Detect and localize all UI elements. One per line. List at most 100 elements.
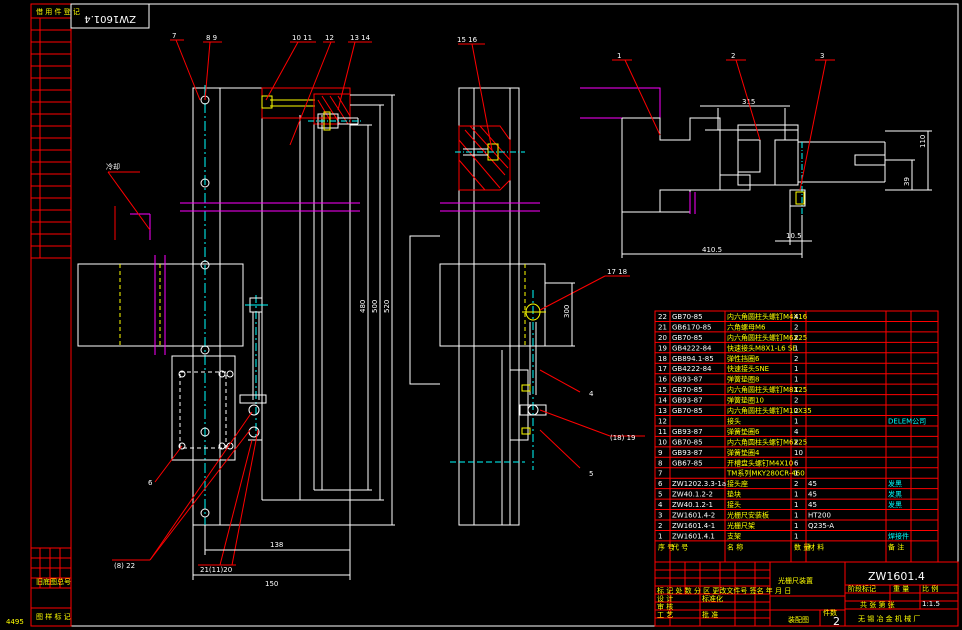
title-qty-label: 件数 <box>823 608 837 617</box>
balloon-7: 7 <box>172 32 176 40</box>
title-craft: 工 艺 <box>657 611 673 619</box>
bom-cell-no: 10 <box>658 438 667 446</box>
title-stage: 阶段标记 <box>848 584 876 593</box>
bom-cell-qty: 2 <box>794 334 798 342</box>
front-view <box>77 85 362 526</box>
balloon-8-9: 8 9 <box>206 34 217 42</box>
corner-number: 4495 <box>6 618 24 626</box>
dim-110: 110 <box>919 135 927 148</box>
bom-cell-no: 6 <box>658 480 663 488</box>
bom-cell-code: GB93-87 <box>672 397 703 405</box>
dim-138: 138 <box>270 541 283 549</box>
balloon-18-19: (18) 19 <box>610 434 636 442</box>
balloon-12: 12 <box>325 34 334 42</box>
bom-cell-qty: 1 <box>794 417 798 425</box>
bom-cell-code: GB4222-84 <box>672 365 712 373</box>
header-stamp-text: ZW1601.4 <box>84 13 136 24</box>
bom-cell-no: 12 <box>658 417 667 425</box>
bom-cell-name: 光栅尺安装板 <box>727 511 769 520</box>
bom-header-qty: 数 量 <box>794 542 810 551</box>
title-approve: 批 准 <box>702 610 718 619</box>
bom-cell-qty: 4 <box>794 428 799 436</box>
bom-header-no: 序 号 <box>658 542 674 551</box>
dim-10-5: 10.5 <box>786 232 802 240</box>
bom-cell-no: 22 <box>658 313 667 321</box>
left-strip-top-label: 借 用 件 登 记 <box>36 7 80 16</box>
bom-cell-qty: 2 <box>794 438 798 446</box>
bom-cell-name: 内六角圆柱头螺钉M10X35 <box>727 406 812 415</box>
bom-cell-name: 内六角圆柱头螺钉M6X25 <box>727 333 807 342</box>
bom-cell-no: 11 <box>658 428 667 436</box>
left-strip-mid-label: 旧底图总号 <box>36 577 71 586</box>
balloon-8-22: (8) 22 <box>114 562 135 570</box>
header-stamp: ZW1601.4 <box>70 3 150 29</box>
bom-cell-code: ZW40.1.2-1 <box>672 501 713 509</box>
bom-cell-note: 焊接件 <box>888 531 909 540</box>
bom-cell-qty: 1 <box>794 365 798 373</box>
dim-500: 500 <box>371 300 379 313</box>
bom-cell-name: 快速接头SNE <box>727 364 769 373</box>
title-weight: 重 量 <box>893 585 909 593</box>
bom-cell-name: 弹簧垫圈4 <box>727 448 760 457</box>
bom-cell-qty: 1 <box>794 491 798 499</box>
title-ratio: 比 例 <box>922 584 938 593</box>
bom-cell-name: 六角螺母M6 <box>727 322 766 331</box>
bom-cell-note: DELEM公司 <box>888 417 926 425</box>
title-qty: 2 <box>833 615 840 628</box>
bom-cell-name: 开槽盘头螺钉M4X10 <box>727 458 793 467</box>
bom-cell-no: 1 <box>658 532 662 540</box>
bom-cell-no: 8 <box>658 459 662 467</box>
left-margin-strip: 借 用 件 登 记 旧底图总号 图 样 标 记 <box>30 3 80 627</box>
side-label: 冷却 <box>106 162 120 171</box>
bom-cell-mat: 45 <box>808 491 817 499</box>
balloon-6: 6 <box>148 479 153 487</box>
bom-cell-name: 弹簧垫圈6 <box>727 427 760 436</box>
bom-cell-code: GB70-85 <box>672 334 703 342</box>
bom-cell-qty: 2 <box>794 407 798 415</box>
bom-cell-no: 19 <box>658 344 667 352</box>
title-std: 标准化 <box>702 594 723 603</box>
bom-cell-no: 3 <box>658 512 662 520</box>
bom-cell-no: 2 <box>658 522 662 530</box>
bom-cell-note: 发黑 <box>888 500 902 509</box>
bom-cell-name: 接头 <box>727 500 741 509</box>
bom-header-note: 备 注 <box>888 542 904 551</box>
bom-cell-qty: 2 <box>794 480 798 488</box>
bom-cell-name: 弹性挡圈6 <box>727 354 760 363</box>
drawing-frame <box>70 3 959 627</box>
front-view-dimensions: 480 500 520 138 150 <box>192 94 395 588</box>
plan-view: 315 110 39 410.5 10.5 <box>580 59 932 258</box>
bom-cell-no: 9 <box>658 449 662 457</box>
balloon-21-11-20: 21(11)20 <box>200 566 232 574</box>
title-scale: 1:1.5 <box>922 600 940 608</box>
bom-cell-qty: 1 <box>794 512 798 520</box>
bom-cell-code: ZW1601.4.1 <box>672 532 715 540</box>
balloon-right-1: 1 <box>617 52 621 60</box>
bom-cell-code: GB4222-84 <box>672 344 712 352</box>
title-drawing-no: ZW1601.4 <box>868 570 925 583</box>
dim-300: 300 <box>563 305 571 318</box>
title-sheet: 共 张 第 张 <box>860 600 895 609</box>
bom-cell-qty: 2 <box>794 397 798 405</box>
bom-cell-name: 内六角圆柱头螺钉M4X16 <box>727 312 808 321</box>
bom-cell-mat: Q235-A <box>808 522 834 530</box>
title-company: 无 锡 冶 金 机 械 厂 <box>858 614 920 623</box>
title-check: 审 核 <box>657 602 673 611</box>
bom-cell-name: 支架 <box>727 531 741 540</box>
bom-cell-no: 5 <box>658 491 662 499</box>
bom-cell-qty: 1 <box>794 522 798 530</box>
dim-520: 520 <box>383 300 391 313</box>
dim-150: 150 <box>265 580 278 588</box>
bom-cell-code: GB70-85 <box>672 438 703 446</box>
bom-cell-name: 弹簧垫圈10 <box>727 396 764 405</box>
title-name: 光栅尺装置 <box>778 576 813 585</box>
bom-cell-name: 弹簧垫圈8 <box>727 375 759 384</box>
bom-cell-name: 垫块 <box>727 490 741 499</box>
balloon-15-16: 15 16 <box>457 36 478 44</box>
bom-cell-note: 发黑 <box>888 479 902 488</box>
balloon-5: 5 <box>589 470 593 478</box>
side-view-annotations: 300 <box>458 43 645 469</box>
bom-cell-code: GB894.1-85 <box>672 355 714 363</box>
left-strip-bottom-label: 图 样 标 记 <box>36 612 71 621</box>
balloon-13-14: 13 14 <box>350 34 371 42</box>
